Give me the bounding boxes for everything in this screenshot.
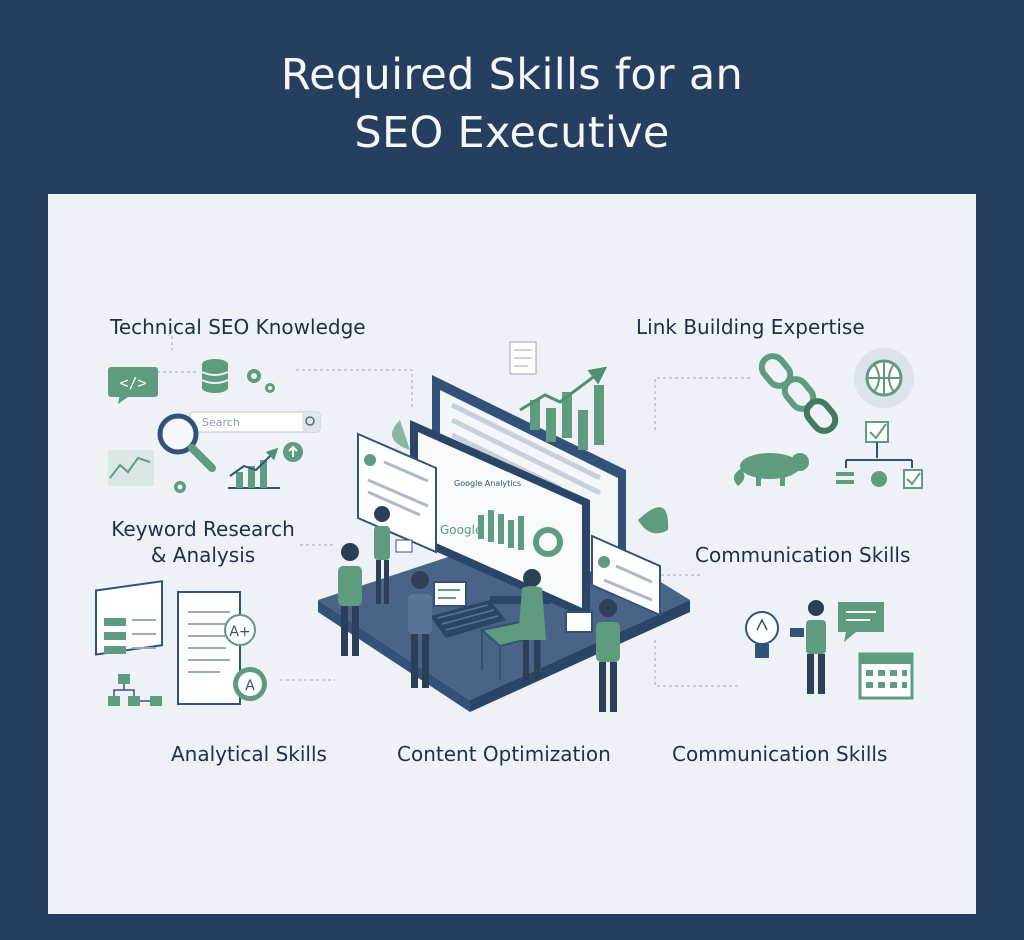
- search-placeholder: Search: [202, 416, 240, 429]
- label-link-building: Link Building Expertise: [636, 315, 865, 339]
- svg-text:</>: </>: [119, 374, 146, 392]
- grade-text: A+: [229, 624, 250, 640]
- title-line-1: Required Skills for an: [280, 50, 744, 100]
- person-3: [408, 571, 467, 688]
- chameleon-icon: [733, 453, 809, 486]
- flowchart-icon: [108, 674, 162, 706]
- svg-text:A: A: [245, 678, 255, 694]
- left-floating-panel: [357, 432, 437, 554]
- gear-icon: [247, 369, 275, 393]
- screen-google-big: Google: [440, 523, 482, 537]
- top-document-icon: [509, 341, 537, 375]
- label-keyword-line-1: Keyword Research: [111, 517, 295, 541]
- line-chart-icon: [108, 450, 154, 486]
- label-communication-bottom: Communication Skills: [672, 742, 888, 766]
- label-communication-top: Communication Skills: [695, 543, 911, 567]
- gear-small-icon: [174, 481, 186, 493]
- globe-gear-icon: [854, 348, 914, 408]
- label-technical-seo: Technical SEO Knowledge: [110, 315, 366, 339]
- label-keyword-line-2: & Analysis: [150, 543, 256, 567]
- person-5: [565, 599, 620, 712]
- chain-icon: [758, 353, 839, 434]
- keyboard: [430, 600, 506, 638]
- chat-bubble-icon: [838, 602, 884, 642]
- document-left-icon: [95, 580, 163, 656]
- bar-chart-icon: [228, 442, 303, 489]
- page-title: Required Skills for an SEO Executive: [0, 46, 1024, 162]
- person-1: [374, 506, 413, 604]
- search-icon: [305, 416, 315, 426]
- growth-chart: [519, 366, 608, 450]
- title-line-2: SEO Executive: [354, 108, 670, 158]
- leaf-decoration: [392, 420, 669, 534]
- label-analytical: Analytical Skills: [171, 742, 327, 766]
- person-communication: [790, 600, 826, 694]
- right-floating-panel: [591, 534, 661, 617]
- front-monitor: Google Analytics Google: [410, 420, 590, 620]
- document-grade-icon: A+ A: [177, 591, 267, 705]
- code-icon: </>: [108, 367, 158, 404]
- hierarchy-icon: [836, 421, 923, 489]
- person-4: [518, 569, 546, 680]
- label-keyword-research: Keyword Research & Analysis: [108, 516, 298, 568]
- label-content-optimization: Content Optimization: [397, 742, 611, 766]
- lightbulb-icon: [745, 611, 779, 658]
- calendar-icon: [858, 652, 914, 700]
- person-2: [338, 543, 362, 656]
- database-icon: [201, 359, 229, 393]
- magnifier-icon: [157, 413, 216, 472]
- screen-google-small: Google Analytics: [454, 479, 521, 488]
